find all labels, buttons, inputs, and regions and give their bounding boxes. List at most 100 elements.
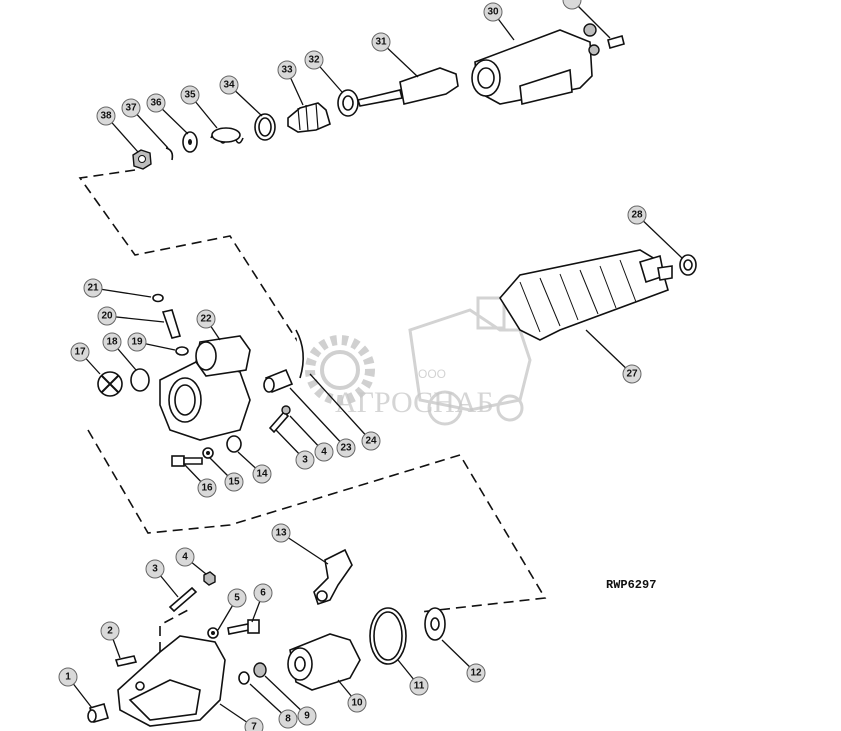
part-37-clip [165,147,174,161]
part-4-nut-lower [203,571,216,586]
callout-27: 27 [622,364,642,384]
callout-18: 18 [102,332,122,352]
callout-17: 17 [70,342,90,362]
part-10-drive-pinion [287,633,361,691]
part-2-screw [114,655,138,667]
svg-text:30: 30 [487,7,499,18]
svg-text:32: 32 [308,55,320,66]
svg-text:1: 1 [65,672,71,683]
callout-30: 30 [483,2,503,22]
part-36-washer [182,131,198,153]
svg-text:8: 8 [285,714,291,725]
part-16-bolt [171,455,203,467]
part-31-plunger [356,67,459,107]
callout-2: 2 [100,621,120,641]
svg-text:2: 2 [107,626,113,637]
svg-text:37: 37 [125,103,137,114]
callout-8: 8 [278,709,298,729]
svg-text:14: 14 [256,469,268,480]
callout-3-upper: 3 [295,450,315,470]
part-12-washer [424,607,446,641]
svg-text:20: 20 [101,311,113,322]
svg-text:13: 13 [275,528,287,539]
part-32-washer [337,89,359,117]
callout-10: 10 [347,693,367,713]
callout-31: 31 [371,32,391,52]
callout-6: 6 [253,583,273,603]
part-15-washer [202,447,214,459]
callout-33: 33 [277,60,297,80]
part-35-spring [210,127,244,144]
callout-14: 14 [252,464,272,484]
svg-text:24: 24 [365,436,377,447]
callout-36: 36 [146,93,166,113]
callout-9: 9 [297,706,317,726]
part-28-washer [679,254,697,276]
part-14-washer [226,435,242,453]
part-22-housing [159,335,251,441]
svg-text:19: 19 [131,337,143,348]
svg-text:6: 6 [260,588,266,599]
callout-13: 13 [271,523,291,543]
svg-text:23: 23 [340,443,352,454]
svg-text:17: 17 [74,347,86,358]
part-17-plug [97,371,123,397]
svg-text:27: 27 [626,369,638,380]
callout-1: 1 [58,667,78,687]
part-3-pin-lower [168,586,198,613]
watermark: ООО АГРОСНАБ [305,296,532,426]
svg-text:38: 38 [100,111,112,122]
part-6-bolt [227,619,260,635]
svg-text:22: 22 [200,314,212,325]
callout-34: 34 [219,75,239,95]
svg-text:21: 21 [87,283,99,294]
part-18-gasket [130,368,150,392]
part-27-armature [499,249,673,341]
part-13-shift-lever [313,548,353,606]
callout-20: 20 [97,306,117,326]
svg-text:16: 16 [201,483,213,494]
gear-logo-icon [305,335,375,405]
callout-21: 21 [83,278,103,298]
callout-16: 16 [197,478,217,498]
callout-5: 5 [227,588,247,608]
watermark-company-name: АГРОСНАБ [335,386,494,419]
callout-35: 35 [180,85,200,105]
callout-4-lower: 4 [175,547,195,567]
svg-text:35: 35 [184,90,196,101]
combine-harvester-icon [408,296,532,426]
part-38-nut [132,149,152,170]
svg-text:9: 9 [304,711,310,722]
part-5-washer [207,627,219,639]
callout-32: 32 [304,50,324,70]
callout-24: 24 [361,431,381,451]
assembly-lines [78,169,547,652]
svg-text:4: 4 [321,447,327,458]
part-24-clip [295,329,304,379]
part-7-nose-housing [117,635,226,727]
part-11-oring [369,607,407,665]
part-19-oring [175,346,189,356]
part-21-oring [152,293,164,303]
watermark-prefix: ООО [418,367,446,381]
callout-38: 38 [96,106,116,126]
callout-15: 15 [224,472,244,492]
part-20-pin [161,309,182,339]
figure-reference-code: RWP6297 [606,578,656,592]
svg-text:11: 11 [414,681,425,692]
callout-19: 19 [127,332,147,352]
svg-text:33: 33 [281,65,293,76]
part-23-bushing [263,368,294,394]
callout-11: 11 [409,676,429,696]
part-30-solenoid [471,23,600,105]
svg-text:5: 5 [234,593,240,604]
part-8-washer [238,671,250,685]
part-9-nut [253,662,267,678]
callout-7: 7 [244,717,264,731]
part-3-pin-upper [268,410,290,434]
svg-text:28: 28 [631,210,643,221]
callout-22: 22 [196,309,216,329]
svg-text:18: 18 [106,337,118,348]
svg-text:7: 7 [251,722,257,731]
